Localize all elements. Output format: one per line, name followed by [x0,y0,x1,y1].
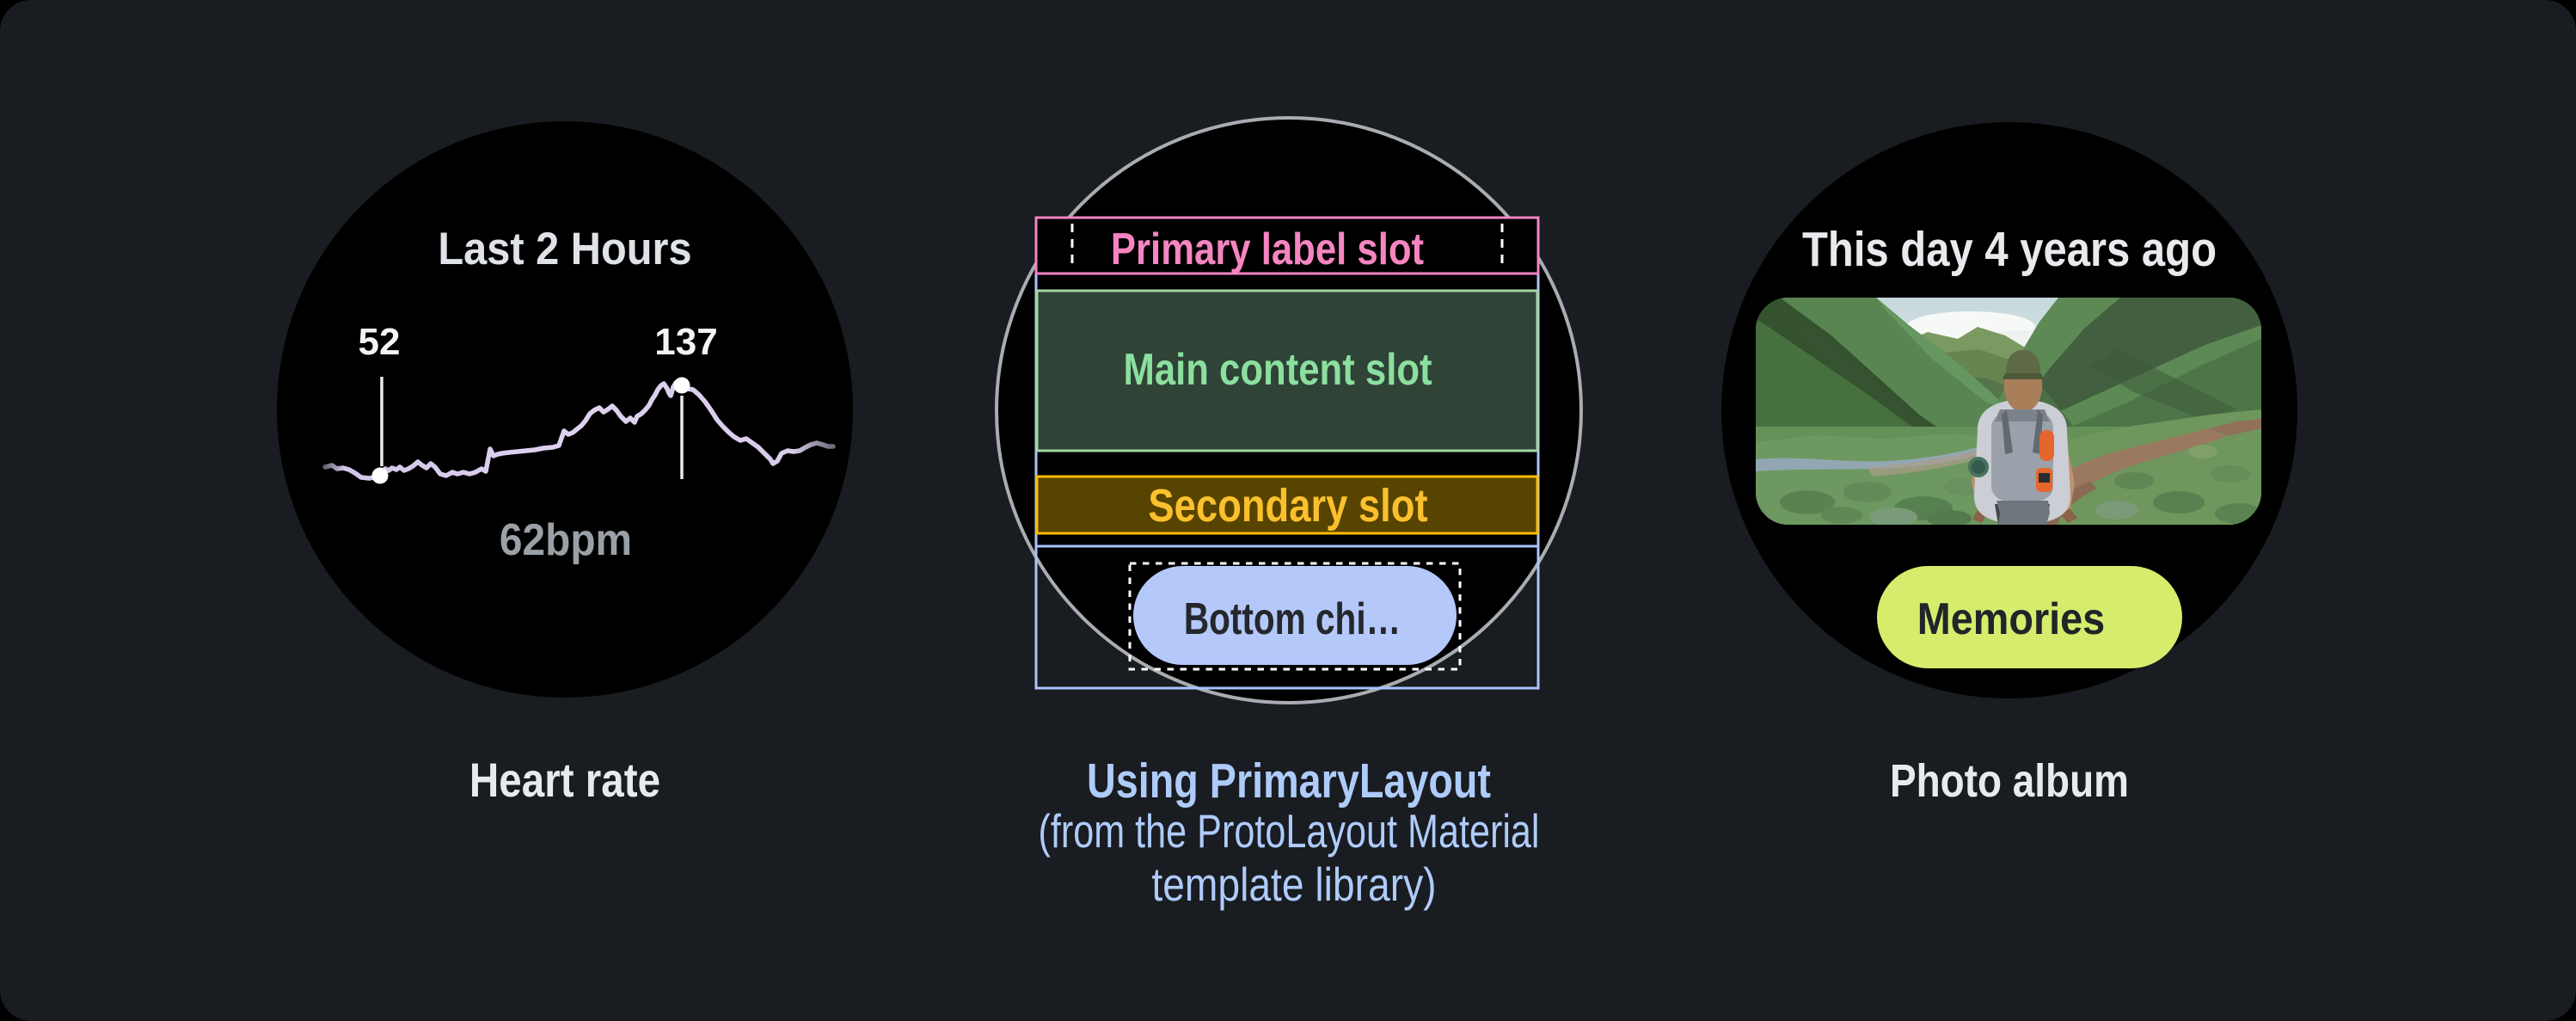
svg-text:Bottom chi…: Bottom chi… [1184,594,1401,643]
svg-text:Memories: Memories [1917,594,2105,644]
svg-text:52: 52 [359,321,401,363]
svg-text:(from the ProtoLayout Material: (from the ProtoLayout Material [1038,805,1539,858]
svg-text:Secondary slot: Secondary slot [1148,479,1427,532]
svg-text:Heart rate: Heart rate [469,753,660,807]
svg-text:Using PrimaryLayout: Using PrimaryLayout [1087,754,1491,809]
svg-text:Primary label slot: Primary label slot [1111,225,1424,274]
svg-text:62bpm: 62bpm [500,514,632,564]
svg-text:Last 2 Hours: Last 2 Hours [438,223,691,274]
svg-text:137: 137 [654,321,717,363]
svg-text:Main content slot: Main content slot [1123,346,1432,395]
svg-text:Photo album: Photo album [1890,755,2129,807]
svg-text:template library): template library) [1151,858,1436,911]
svg-text:This day 4 years ago: This day 4 years ago [1802,223,2217,277]
